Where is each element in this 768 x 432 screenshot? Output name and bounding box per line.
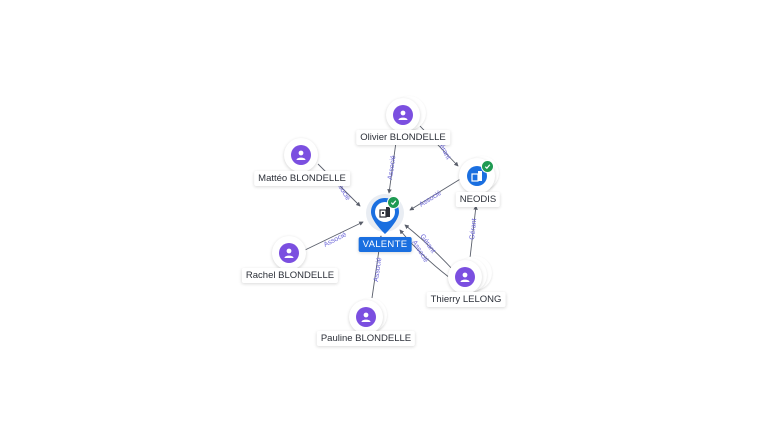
node-label-thierry[interactable]: Thierry LELONG xyxy=(426,292,506,307)
edge-label-neodis-valente: Associé xyxy=(418,190,443,209)
edge-neodis-valente xyxy=(409,177,463,211)
node-olivier[interactable] xyxy=(386,96,428,132)
edge-rachel-valente xyxy=(304,221,364,251)
node-neodis[interactable] xyxy=(459,156,503,194)
building-icon xyxy=(379,207,390,218)
node-label-valente[interactable]: VALENTE xyxy=(358,237,412,252)
node-label-olivier[interactable]: Olivier BLONDELLE xyxy=(356,130,450,145)
edge-label-rachel-valente: Associé xyxy=(323,231,348,248)
edge-thierry-neodis xyxy=(469,205,478,259)
node-thierry[interactable] xyxy=(448,256,494,296)
node-pauline[interactable] xyxy=(349,298,389,334)
node-label-rachel[interactable]: Rachel BLONDELLE xyxy=(241,268,339,283)
node-label-neodis[interactable]: NEODIS xyxy=(455,192,501,207)
person-icon xyxy=(291,145,311,165)
node-matteo[interactable] xyxy=(284,138,320,174)
edge-olivier-valente xyxy=(387,141,397,194)
node-valente[interactable] xyxy=(366,194,404,238)
verified-check-icon xyxy=(481,160,494,173)
person-icon xyxy=(393,105,413,125)
edge-label-pauline-valente: Associé xyxy=(373,257,383,282)
edge-label-thierry-neodis: Gérant xyxy=(469,218,478,240)
edge-thierry-valente-associe xyxy=(399,229,451,279)
node-rachel[interactable] xyxy=(272,236,308,272)
person-icon xyxy=(455,267,475,287)
edge-label-olivier-valente: Associé xyxy=(387,155,397,180)
node-label-matteo[interactable]: Mattéo BLONDELLE xyxy=(254,171,350,186)
verified-check-icon xyxy=(387,196,400,209)
person-icon xyxy=(279,243,299,263)
person-icon xyxy=(356,307,376,327)
node-label-pauline[interactable]: Pauline BLONDELLE xyxy=(316,331,416,346)
